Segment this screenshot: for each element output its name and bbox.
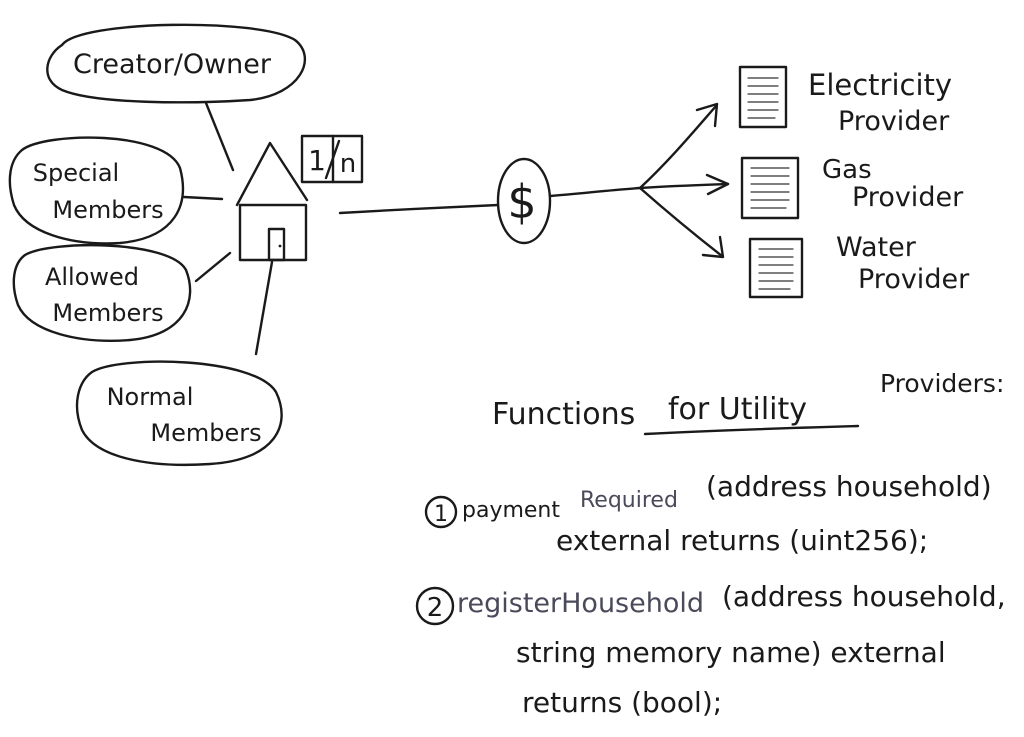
water-line2: Provider xyxy=(858,264,970,295)
function-2-number-badge xyxy=(415,586,455,626)
electricity-line1: Electricity xyxy=(808,68,952,102)
water-provider-label: Water Provider xyxy=(836,232,970,295)
heading-for-utility: for Utility xyxy=(668,392,807,427)
creator-owner-label: Creator/Owner xyxy=(73,49,272,80)
function-1-args: (address household) xyxy=(706,470,992,503)
function-2-args: (address household, xyxy=(722,580,1006,613)
dollar-icon: $ xyxy=(507,175,536,229)
function-2-name: registerHousehold xyxy=(457,588,704,619)
ratio-right: n xyxy=(340,149,356,179)
household-house-icon xyxy=(235,141,309,262)
electricity-document-icon xyxy=(738,65,788,129)
function-2-line2: string memory name) external xyxy=(516,636,946,669)
ratio-badge: 1 n xyxy=(300,134,364,184)
function-1: 1 payment Required (address household) e… xyxy=(424,470,992,557)
function-2-number: 2 xyxy=(427,593,444,623)
gas-line1: Gas xyxy=(822,155,872,185)
normal-label-line2: Members xyxy=(150,419,261,447)
allowed-label-line2: Members xyxy=(52,299,163,327)
function-1-line2: external returns (uint256); xyxy=(556,524,928,557)
payment-to-branch-line xyxy=(548,186,642,198)
heading-providers: Providers: xyxy=(880,369,1004,398)
ratio-left: 1 xyxy=(308,144,326,177)
role-connectors xyxy=(182,101,274,356)
allowed-label-line1: Allowed xyxy=(45,263,139,291)
payment-node: $ xyxy=(496,157,552,245)
heading-functions: Functions xyxy=(492,397,635,432)
special-label-line1: Special xyxy=(33,159,119,187)
normal-members-node: Normal Members xyxy=(75,360,283,467)
special-label-line2: Members xyxy=(52,196,163,224)
provider-arrows xyxy=(638,102,730,259)
functions-heading: Functions for Utility Providers: xyxy=(492,369,1004,436)
function-2-line3: returns (bool); xyxy=(522,686,722,719)
electricity-provider-label: Electricity Provider xyxy=(808,68,952,137)
gas-provider-label: Gas Provider xyxy=(822,155,964,213)
normal-label-line1: Normal xyxy=(107,383,194,411)
function-1-number: 1 xyxy=(434,502,448,527)
water-line1: Water xyxy=(836,232,917,263)
heading-underline xyxy=(643,424,860,436)
creator-owner-node: Creator/Owner xyxy=(46,23,307,104)
gas-document-icon xyxy=(740,156,800,220)
house-to-payment-line xyxy=(338,203,500,215)
water-document-icon xyxy=(748,237,804,299)
function-1-number-badge xyxy=(424,495,458,529)
electricity-line2: Provider xyxy=(838,106,950,137)
special-members-node: Special Members xyxy=(8,136,185,245)
gas-line2: Provider xyxy=(852,182,964,213)
function-2: 2 registerHousehold (address household, … xyxy=(415,580,1006,719)
allowed-members-node: Allowed Members xyxy=(12,243,192,342)
function-1-name-b: Required xyxy=(580,488,678,513)
function-1-name-a: payment xyxy=(462,498,560,523)
